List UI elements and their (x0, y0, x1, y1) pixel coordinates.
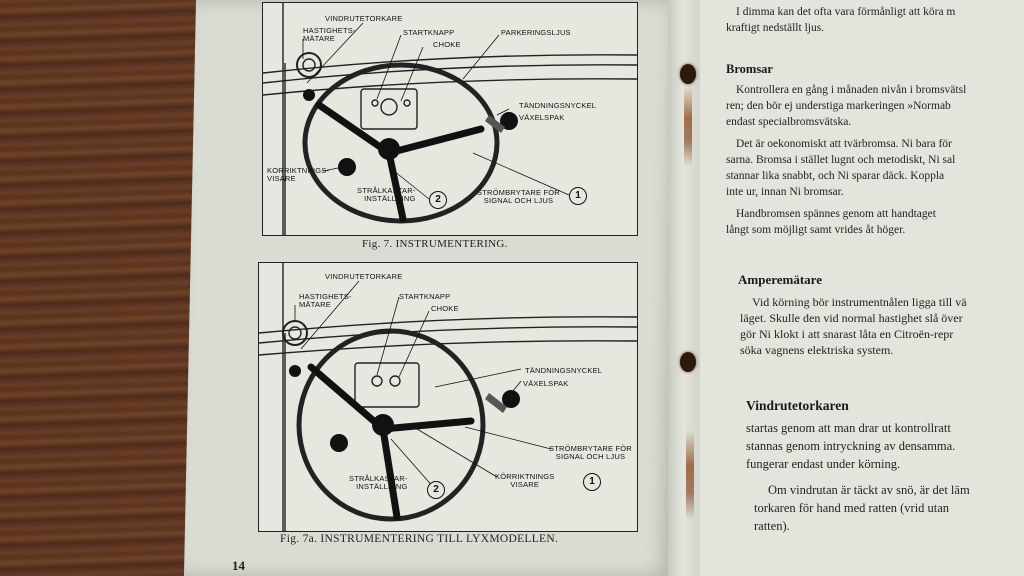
text-line: Om vindrutan är täckt av snö, är det läm (768, 483, 970, 497)
dashboard-drawing (263, 3, 637, 235)
rust-stain (686, 430, 694, 520)
text-line: fungerar endast under körning. (746, 457, 901, 471)
text-line: sarna. Bromsa i stället lugnt och metodi… (726, 154, 956, 166)
text-line: Handbromsen spännes genom att handtaget (736, 208, 936, 220)
callout-1: 1 (569, 187, 587, 205)
label-hastighetsmatare: HASTIGHETS- MÄTARE (303, 26, 356, 43)
figure-7-instrument-diagram: VINDRUTETORKARE HASTIGHETS- MÄTARE START… (262, 2, 638, 236)
text-line: Det är oekonomiskt att tvärbromsa. Ni ba… (736, 138, 952, 150)
text-line: stannar lika snabbt, och Ni sparar däck.… (726, 170, 945, 182)
label-tandningsnyckel: TÄNDNINGSNYCKEL (525, 366, 603, 375)
text-line: söka vagnens elektriska system. (740, 343, 894, 357)
label-stralkastarinstallning: STRÅLKASTAR- INSTÄLLNING (349, 474, 408, 491)
text-line: inte ur, innan Ni bromsar. (726, 186, 844, 198)
text-line: läget. Skulle den vid normal hastighet s… (740, 311, 963, 325)
figure-7-caption: Fig. 7. INSTRUMENTERING. (362, 238, 508, 250)
label-hastighetsmatare: HASTIGHETS- MÄTARE (299, 292, 352, 309)
label-strombrytare: STRÖMBRYTARE FÖR SIGNAL OCH LJUS (549, 444, 632, 461)
callout-2: 2 (427, 481, 445, 499)
figure-7a-instrument-diagram: VINDRUTETORKARE HASTIGHETS- MÄTARE START… (258, 262, 638, 532)
label-parkeringsljus: PARKERINGSLJUS (501, 28, 571, 37)
heading-vindrutetorkaren: Vindrutetorkaren (746, 398, 849, 413)
text-line: Vid körning bör instrumentnålen ligga ti… (752, 295, 967, 309)
label-stralkastarinstallning: STRÅLKASTAR- INSTÄLLNING (357, 186, 416, 203)
heading-amperematare: Amperemätare (738, 272, 822, 287)
text-line: torkaren för hand med ratten (vrid utan (754, 501, 950, 515)
page-number: 14 (232, 558, 245, 573)
callout-1: 1 (583, 473, 601, 491)
label-choke: CHOKE (431, 304, 459, 313)
text-line: endast specialbromsvätska. (726, 116, 852, 128)
label-vaxelspak: VÄXELSPAK (519, 113, 565, 122)
label-strombrytare: STRÖMBRYTARE FÖR SIGNAL OCH LJUS (477, 188, 560, 205)
figure-7a-caption: Fig. 7a. INSTRUMENTERING TILL LYXMODELLE… (280, 533, 559, 545)
text-line: gör Ni klokt i att snarast låta en Citro… (740, 327, 954, 341)
dashboard-drawing-lux (259, 263, 637, 531)
rust-stain (684, 86, 692, 166)
label-startknapp: STARTKNAPP (403, 28, 455, 37)
text-line: ratten). (754, 519, 790, 533)
label-choke: CHOKE (433, 40, 461, 49)
right-page (700, 0, 1024, 576)
text-line: långt som möjligt samt vrides åt höger. (726, 224, 906, 236)
heading-bromsar: Bromsar (726, 62, 773, 76)
binding-hole (680, 64, 696, 84)
intro-line-1: I dimma kan det ofta vara förmånligt att… (736, 6, 956, 18)
text-line: startas genom att man drar ut kontrollra… (746, 421, 951, 435)
binding-hole (680, 352, 696, 372)
intro-line-2: kraftigt nedställt ljus. (726, 22, 825, 34)
text-line: ren; den bör ej understiga markeringen »… (726, 100, 951, 112)
callout-2: 2 (429, 191, 447, 209)
label-korriktningsvisare: KÖRRIKTNINGS VISARE (495, 472, 555, 489)
text-line: Kontrollera en gång i månaden nivån i br… (736, 84, 967, 96)
label-vaxelspak: VÄXELSPAK (523, 379, 569, 388)
label-startknapp: STARTKNAPP (399, 292, 451, 301)
label-tandningsnyckel: TÄNDNINGSNYCKEL (519, 101, 597, 110)
text-line: stannas genom intryckning av densamma. (746, 439, 956, 453)
label-korriktningsvisare: KORRIKTNINGS- VISARE (267, 166, 330, 183)
label-vindrutetorkare: VINDRUTETORKARE (325, 14, 403, 23)
label-vindrutetorkare: VINDRUTETORKARE (325, 272, 403, 281)
